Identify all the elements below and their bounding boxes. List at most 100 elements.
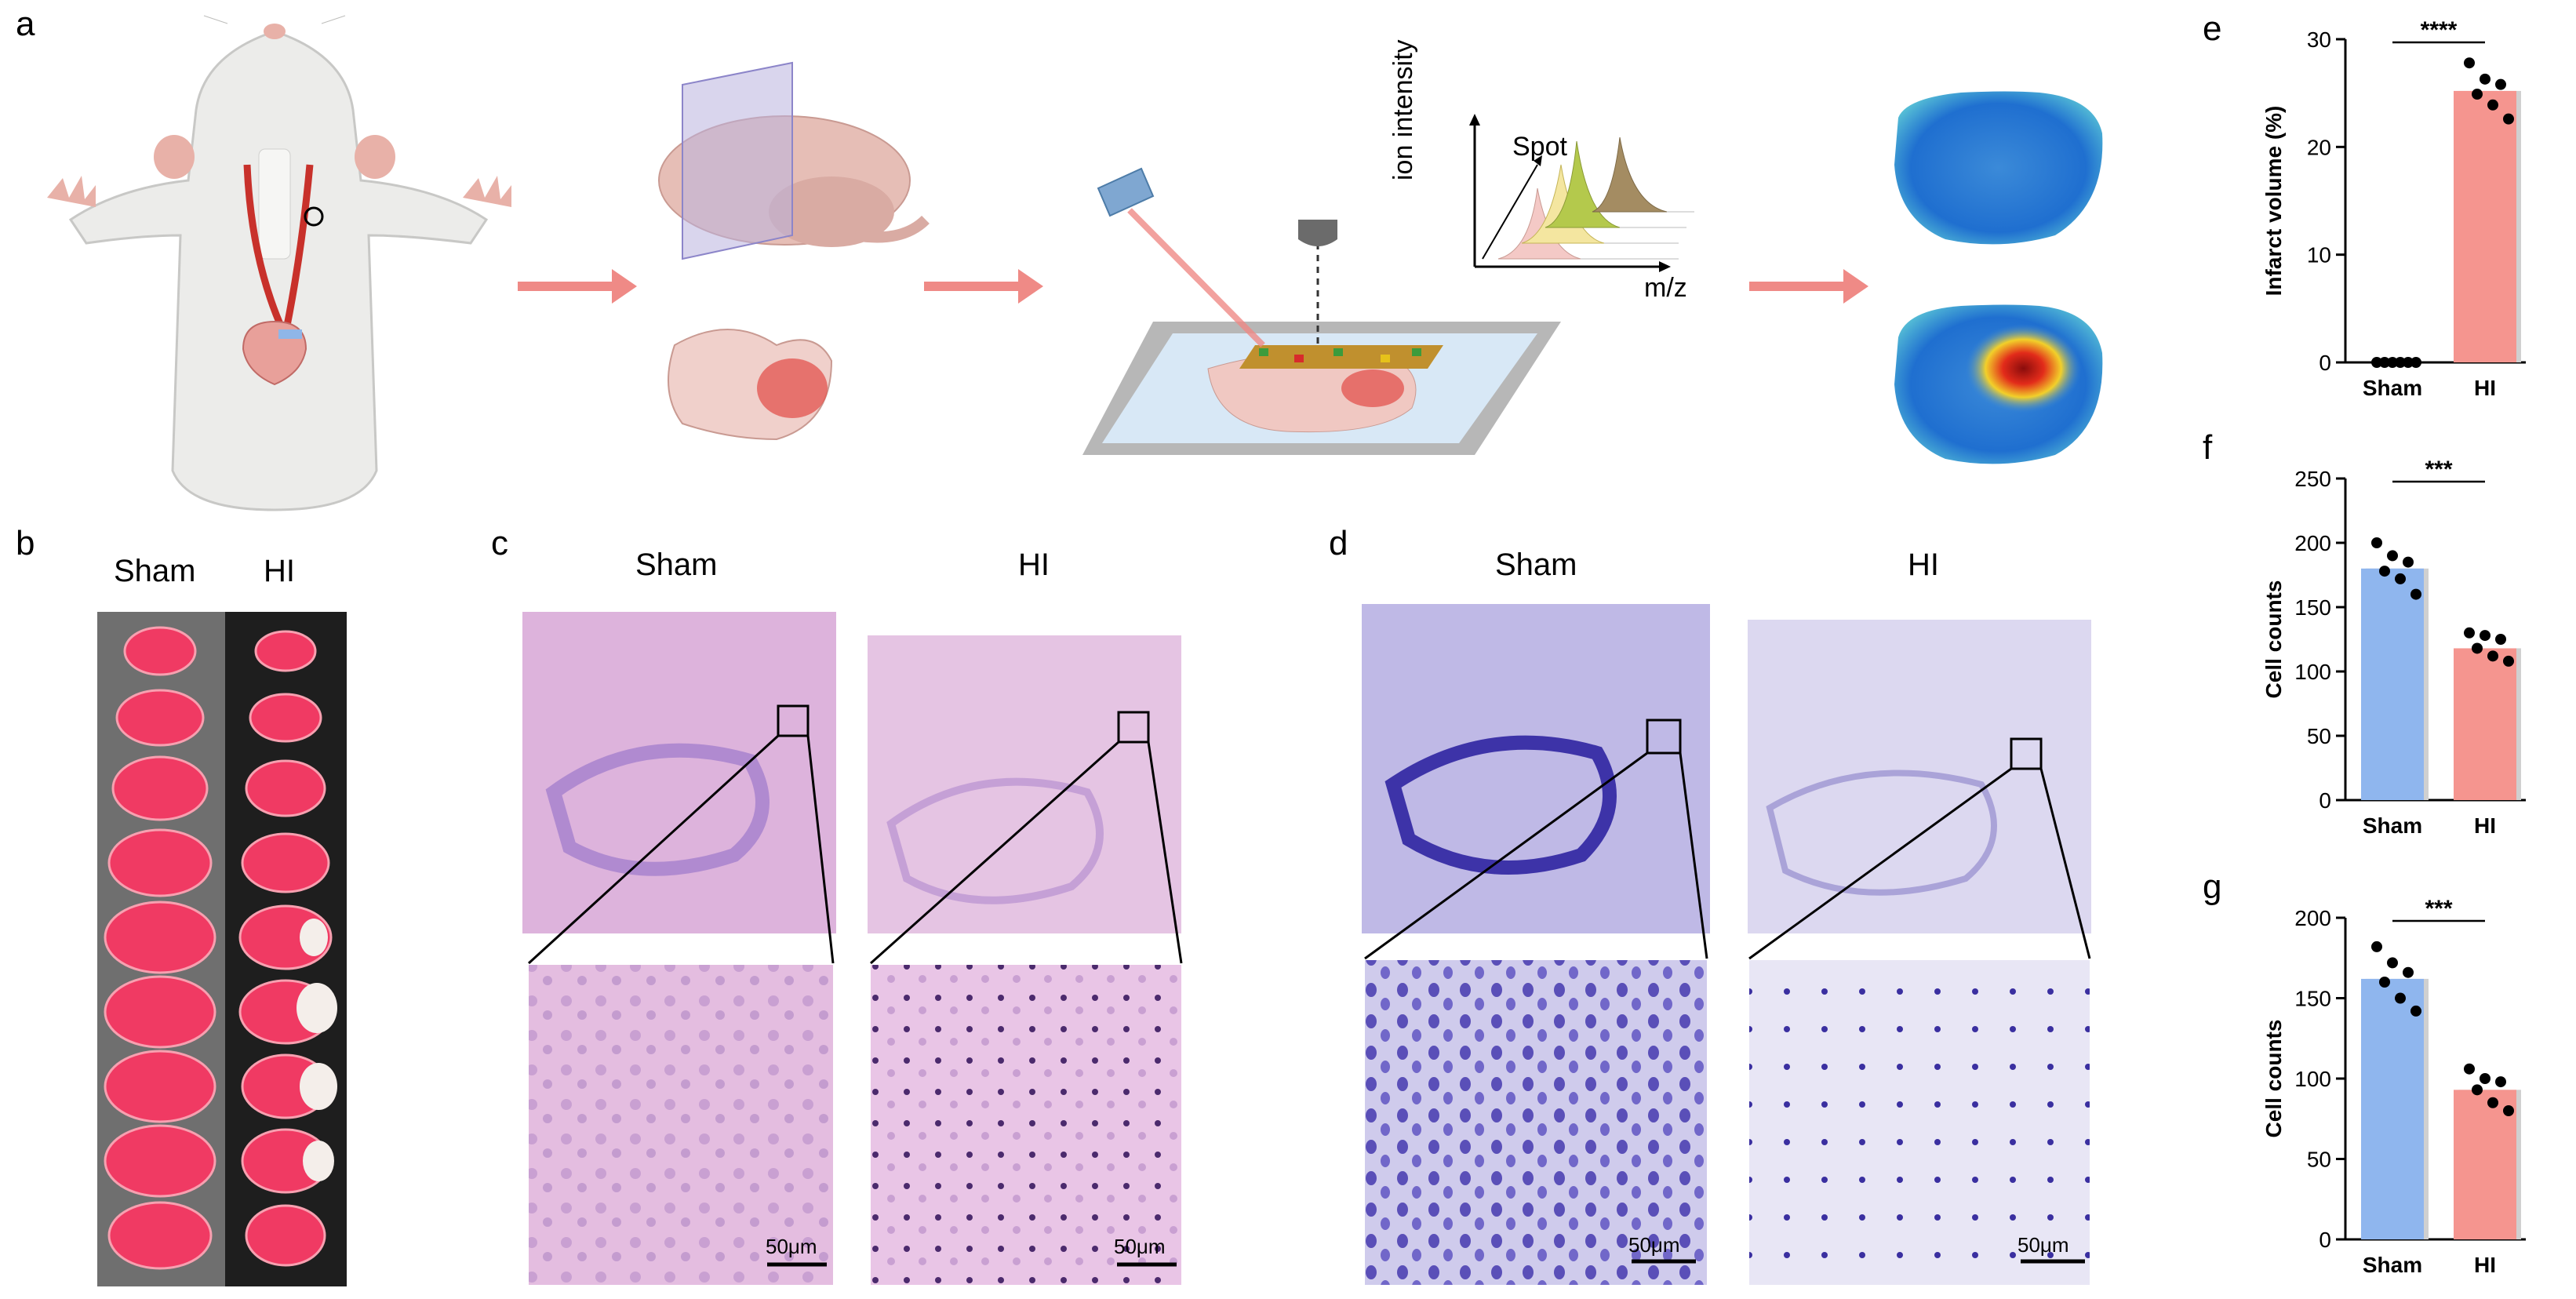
data-point bbox=[2487, 650, 2498, 662]
significance-label: *** bbox=[2425, 896, 2452, 922]
panel-label-f: f bbox=[2203, 428, 2213, 467]
y-axis-label: Infarct volume (%) bbox=[2261, 106, 2286, 297]
data-point bbox=[2395, 992, 2406, 1004]
data-point bbox=[2472, 642, 2483, 654]
data-point bbox=[2472, 89, 2483, 100]
data-point bbox=[2395, 357, 2406, 368]
panel-c-scalebar-left: 50μm bbox=[766, 1235, 817, 1258]
mass-spectrum bbox=[1469, 114, 1694, 272]
ttc-slices-image bbox=[97, 612, 347, 1286]
bar-hi bbox=[2454, 90, 2516, 363]
panel-d-hi-title: HI bbox=[1908, 548, 1939, 582]
bar-sham bbox=[2361, 978, 2424, 1239]
data-point bbox=[2464, 627, 2475, 639]
y-tick-label: 20 bbox=[2307, 135, 2331, 159]
panel-label-d: d bbox=[1329, 524, 1348, 562]
y-tick-label: 200 bbox=[2294, 531, 2331, 555]
ion-images bbox=[1894, 91, 2103, 464]
data-point bbox=[2472, 1084, 2483, 1096]
data-point bbox=[2403, 966, 2414, 978]
y-tick-label: 150 bbox=[2294, 987, 2331, 1011]
y-tick-label: 10 bbox=[2307, 243, 2331, 267]
y-tick-label: 100 bbox=[2294, 1067, 2331, 1091]
workflow-arrows bbox=[518, 269, 1868, 304]
data-point bbox=[2410, 357, 2421, 368]
data-point bbox=[2487, 1097, 2498, 1108]
x-tick-label: HI bbox=[2474, 813, 2496, 838]
panel-b-sham-title: Sham bbox=[114, 554, 196, 588]
rat-illustration bbox=[47, 15, 511, 511]
bar-sham bbox=[2361, 568, 2424, 800]
panel-d-scalebar-right: 50μm bbox=[2018, 1233, 2069, 1257]
x-tick-label: HI bbox=[2474, 376, 2496, 400]
y-tick-label: 50 bbox=[2307, 1148, 2331, 1172]
y-tick-label: 200 bbox=[2294, 906, 2331, 930]
data-point bbox=[2387, 357, 2398, 368]
data-point bbox=[2410, 1005, 2421, 1017]
significance-label: **** bbox=[2421, 17, 2458, 43]
significance-label: *** bbox=[2425, 457, 2452, 482]
panel-c-he-images bbox=[522, 612, 1183, 1285]
data-point bbox=[2387, 957, 2398, 969]
ttc-infarct-regions bbox=[297, 919, 337, 1181]
data-point bbox=[2464, 1063, 2475, 1075]
y-tick-label: 250 bbox=[2294, 467, 2331, 491]
x-tick-label: Sham bbox=[2363, 376, 2422, 400]
panel-label-g: g bbox=[2203, 868, 2222, 906]
bar-hi bbox=[2454, 648, 2516, 800]
data-point bbox=[2371, 357, 2382, 368]
spectrum-spot-label: Spot bbox=[1512, 132, 1567, 162]
y-axis-label: Cell counts bbox=[2261, 580, 2286, 699]
data-point bbox=[2480, 1073, 2490, 1084]
data-point bbox=[2379, 566, 2390, 577]
panel-d-nissl-images bbox=[1362, 604, 2091, 1285]
data-point bbox=[2480, 630, 2490, 642]
y-tick-label: 150 bbox=[2294, 595, 2331, 620]
data-point bbox=[2371, 537, 2382, 548]
y-tick-label: 100 bbox=[2294, 660, 2331, 684]
y-tick-label: 30 bbox=[2307, 27, 2331, 52]
maldi-stage bbox=[1082, 167, 1561, 455]
y-tick-label: 50 bbox=[2307, 724, 2331, 748]
data-point bbox=[2487, 99, 2498, 111]
data-point bbox=[2464, 57, 2475, 69]
panel-c-hi-title: HI bbox=[1018, 548, 1050, 582]
ttc-slices bbox=[104, 626, 333, 1270]
panel-b-hi-title: HI bbox=[264, 554, 295, 588]
data-point bbox=[2480, 73, 2490, 85]
y-tick-label: 0 bbox=[2319, 1228, 2331, 1252]
brain-sectioning bbox=[658, 61, 930, 441]
x-tick-label: HI bbox=[2474, 1253, 2496, 1277]
data-point bbox=[2503, 113, 2514, 125]
panel-a-schematic bbox=[47, 15, 2103, 511]
spectrum-xlabel: m/z bbox=[1644, 273, 1687, 303]
data-point bbox=[2403, 357, 2414, 368]
panel-c-sham-title: Sham bbox=[635, 548, 718, 582]
spectrum-ylabel: ion intensity bbox=[1388, 39, 1418, 180]
panel-c-scalebar-right: 50μm bbox=[1114, 1235, 1166, 1258]
data-point bbox=[2503, 655, 2514, 667]
data-point bbox=[2371, 941, 2382, 952]
y-tick-label: 0 bbox=[2319, 351, 2331, 375]
panel-label-a: a bbox=[16, 5, 35, 43]
data-point bbox=[2495, 78, 2506, 90]
data-point bbox=[2495, 634, 2506, 645]
data-point bbox=[2379, 357, 2390, 368]
x-tick-label: Sham bbox=[2363, 1253, 2422, 1277]
panel-label-b: b bbox=[16, 524, 35, 562]
panel-label-e: e bbox=[2203, 9, 2222, 48]
data-point bbox=[2495, 1076, 2506, 1088]
y-tick-label: 0 bbox=[2319, 788, 2331, 813]
data-point bbox=[2503, 1105, 2514, 1116]
data-point bbox=[2387, 550, 2398, 562]
data-point bbox=[2379, 977, 2390, 988]
panel-d-scalebar-left: 50μm bbox=[1628, 1233, 1680, 1257]
y-axis-label: Cell counts bbox=[2261, 1020, 2286, 1138]
panel-label-c: c bbox=[491, 524, 508, 562]
data-point bbox=[2395, 573, 2406, 584]
x-tick-label: Sham bbox=[2363, 813, 2422, 838]
panel-d-sham-title: Sham bbox=[1495, 548, 1577, 582]
